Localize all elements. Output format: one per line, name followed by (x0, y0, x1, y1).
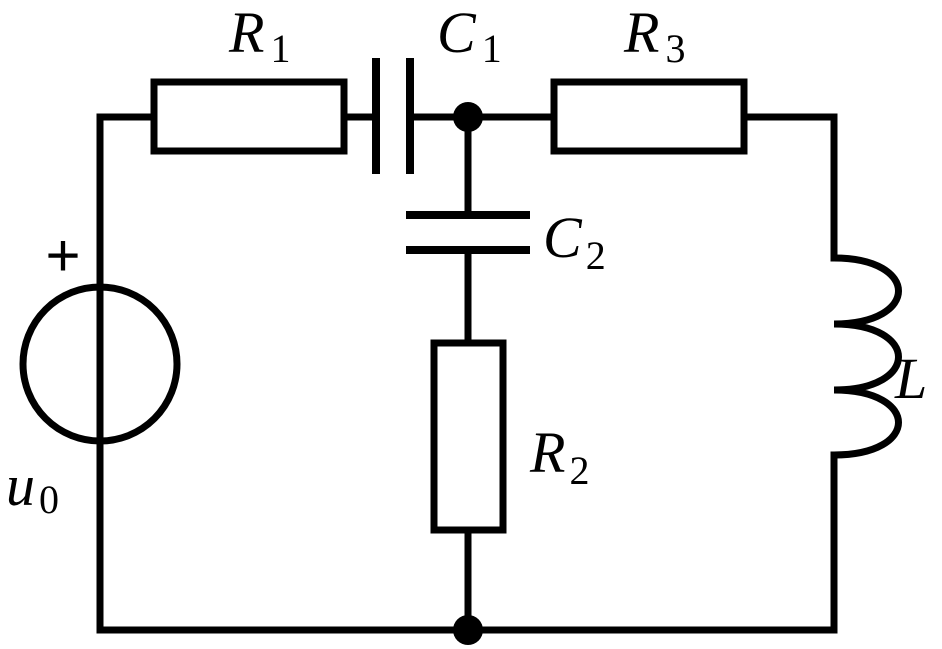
label-r2-subscript: 2 (569, 448, 589, 493)
junction-node-top (453, 102, 483, 132)
inductor-l (830, 254, 902, 459)
capacitor-c2 (406, 211, 530, 254)
label-u0-subscript: 0 (39, 477, 59, 522)
label-c1-symbol: C (437, 0, 477, 65)
label-u0-symbol: u (6, 453, 35, 518)
label-r1-subscript: 1 (270, 26, 290, 71)
polarity-plus-sign: + (45, 222, 80, 289)
label-l-symbol: L (894, 346, 927, 411)
wires (96, 113, 838, 634)
voltage-source-u0 (19, 283, 181, 445)
resistor-r3 (550, 78, 748, 155)
capacitor-c1 (372, 58, 414, 174)
label-r1-symbol: R (228, 0, 264, 65)
resistor-r2 (430, 339, 507, 534)
junction-node-bottom (453, 615, 483, 645)
label-r2-symbol: R (529, 420, 565, 485)
resistor-r1 (150, 78, 348, 155)
label-c1-subscript: 1 (482, 26, 502, 71)
label-r3-symbol: R (623, 0, 659, 65)
label-c2-symbol: C (543, 205, 583, 270)
label-c2-subscript: 2 (586, 233, 606, 278)
label-r3-subscript: 3 (665, 26, 685, 71)
label-l: L (894, 346, 927, 411)
